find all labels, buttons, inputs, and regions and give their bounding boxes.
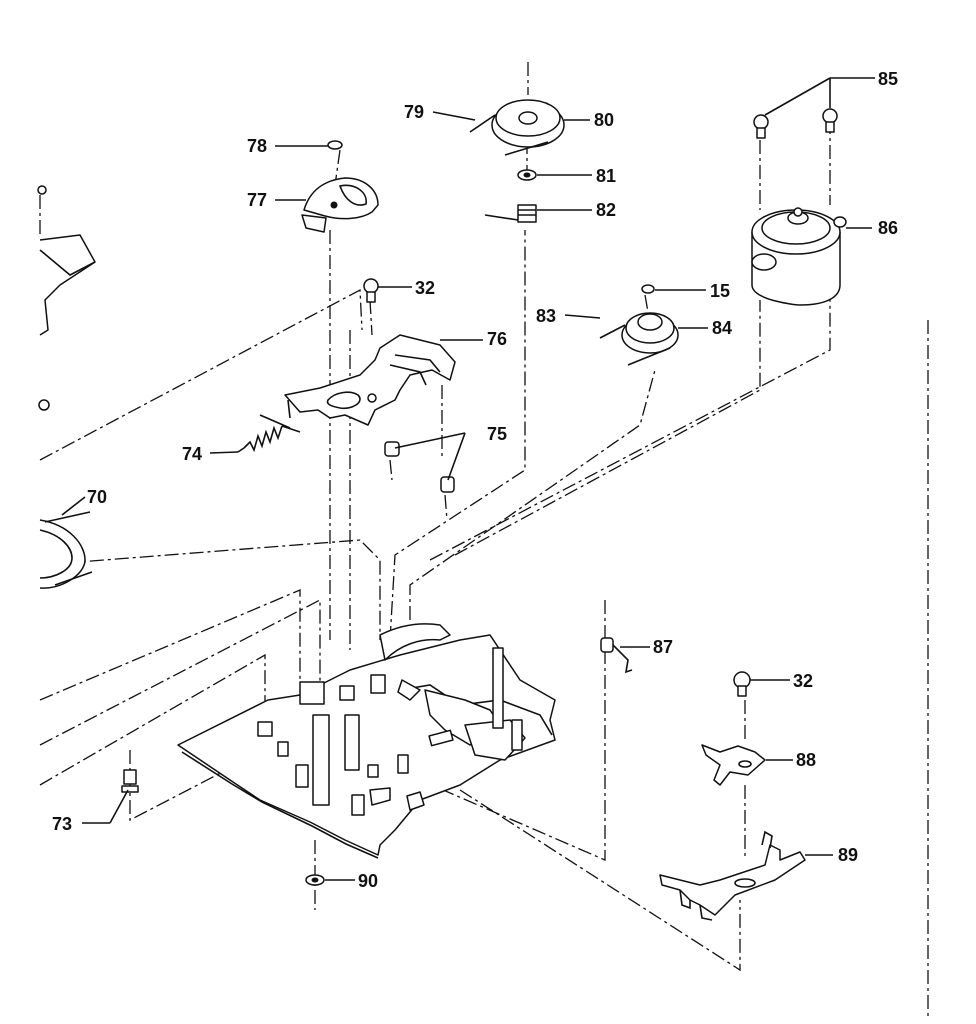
callout-32-top: 32 xyxy=(415,278,435,298)
callout-85: 85 xyxy=(878,69,898,89)
callout-32-right: 32 xyxy=(793,671,813,691)
part-87-clip xyxy=(600,637,633,674)
callout-78: 78 xyxy=(247,136,267,156)
screws-85 xyxy=(753,108,838,139)
callout-15: 15 xyxy=(710,281,730,301)
main-chassis-plate xyxy=(177,623,556,859)
callout-89: 89 xyxy=(838,845,858,865)
callout-73: 73 xyxy=(52,814,72,834)
motor-86 xyxy=(751,207,847,306)
callout-labels: 70 73 74 75 76 77 78 79 80 81 82 83 84 8… xyxy=(52,69,898,891)
part-89-bracket xyxy=(659,830,806,921)
callout-86: 86 xyxy=(878,218,898,238)
callout-90: 90 xyxy=(358,871,378,891)
callout-70: 70 xyxy=(87,487,107,507)
washer-81 xyxy=(517,169,537,181)
part-76-bracket xyxy=(284,334,456,426)
pulley-80 xyxy=(469,99,565,156)
callout-83: 83 xyxy=(536,306,556,326)
part-75-bushings xyxy=(384,441,455,493)
part-82-stud xyxy=(484,204,537,223)
callout-76: 76 xyxy=(487,329,507,349)
callout-82: 82 xyxy=(596,200,616,220)
part-77-cam-plate xyxy=(301,177,379,233)
washer-78 xyxy=(327,140,343,150)
screw-32-top xyxy=(363,278,379,303)
partial-bracket-left xyxy=(37,185,96,411)
callout-87: 87 xyxy=(653,637,673,657)
screw-32-right xyxy=(733,671,751,697)
callout-75: 75 xyxy=(487,424,507,444)
washer-90 xyxy=(305,874,325,886)
leader-lines xyxy=(61,77,875,881)
part-74-spring xyxy=(237,414,301,453)
callout-84: 84 xyxy=(712,318,732,338)
callout-88: 88 xyxy=(796,750,816,770)
callout-80: 80 xyxy=(594,110,614,130)
part-73-post xyxy=(121,769,139,793)
pulley-70-partial xyxy=(39,511,93,589)
part-88-bracket xyxy=(701,744,766,786)
washer-15 xyxy=(641,284,655,294)
callout-77: 77 xyxy=(247,190,267,210)
pulley-84 xyxy=(599,312,679,366)
callout-79: 79 xyxy=(404,102,424,122)
callout-81: 81 xyxy=(596,166,616,186)
alignment-lines xyxy=(39,62,929,1020)
callout-74: 74 xyxy=(182,444,202,464)
